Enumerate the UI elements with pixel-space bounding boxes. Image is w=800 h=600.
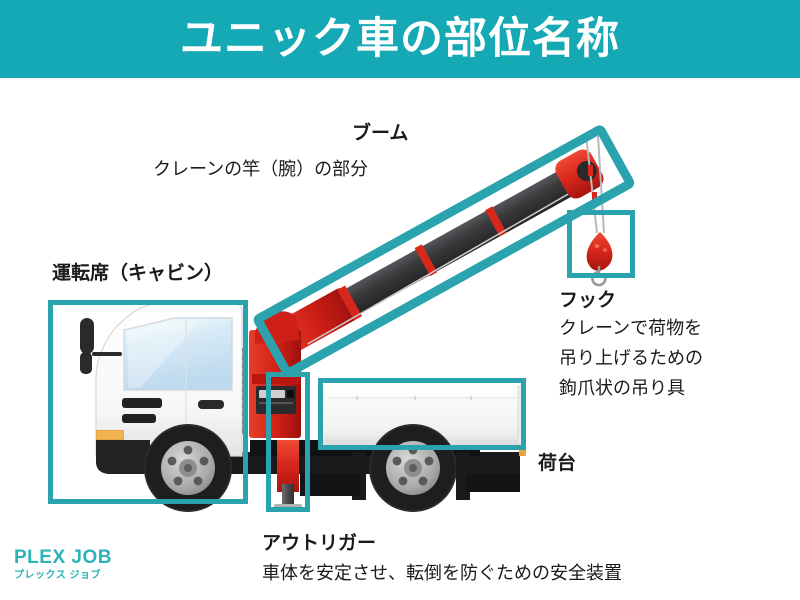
front-wheel <box>144 424 232 512</box>
label-hook-description-line-1: クレーンで荷物を <box>559 318 703 338</box>
label-hook-description-line-3: 鉤爪状の吊り具 <box>559 378 685 398</box>
header-band <box>0 0 800 78</box>
callout-box-cabin <box>48 300 248 504</box>
plex-job-logo: PLEX JOB プレックス ジョブ <box>14 548 144 582</box>
callout-box-bed <box>318 378 526 450</box>
label-hook-description-line-2: 吊り上げるための <box>559 348 703 368</box>
page-title: ユニック車の部位名称 <box>180 14 620 63</box>
label-boom-title: ブーム <box>352 123 409 144</box>
callout-box-boom <box>253 125 635 378</box>
label-bed-title: 荷台 <box>538 453 577 474</box>
callout-box-hook <box>567 210 635 278</box>
label-outrigger-description: 車体を安定させ、転倒を防ぐための安全装置 <box>262 563 622 583</box>
logo-subtitle: プレックス ジョブ <box>14 569 101 581</box>
hoist-cables <box>585 134 605 234</box>
label-boom-description: クレーンの竿（腕）の部分 <box>153 159 369 179</box>
label-hook-title: フック <box>559 290 617 311</box>
label-cabin-title: 運転席（キャビン） <box>52 263 224 284</box>
side-mirror <box>80 318 122 374</box>
truck-cabin <box>80 301 243 474</box>
logo-wordmark: PLEX JOB <box>14 547 112 568</box>
label-outrigger-title: アウトリガー <box>262 533 377 554</box>
callout-box-outrigger <box>266 372 310 512</box>
